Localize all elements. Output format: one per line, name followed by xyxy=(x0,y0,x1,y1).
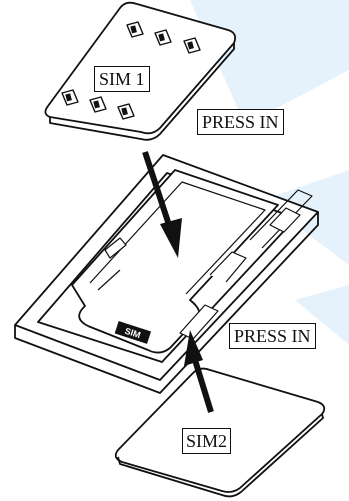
press-down-arrow xyxy=(142,151,182,258)
svg-text:SIM: SIM xyxy=(124,326,142,340)
sim-tray: SIM xyxy=(14,154,319,394)
tray-sim-mark: SIM xyxy=(114,321,152,344)
sim2-label: SIM2 xyxy=(182,428,232,454)
press-in-label-bottom: PRESS IN xyxy=(229,323,316,349)
press-in-label-top: PRESS IN xyxy=(197,109,284,135)
press-up-arrow xyxy=(184,330,214,413)
sim1-label: SIM 1 xyxy=(94,66,150,92)
